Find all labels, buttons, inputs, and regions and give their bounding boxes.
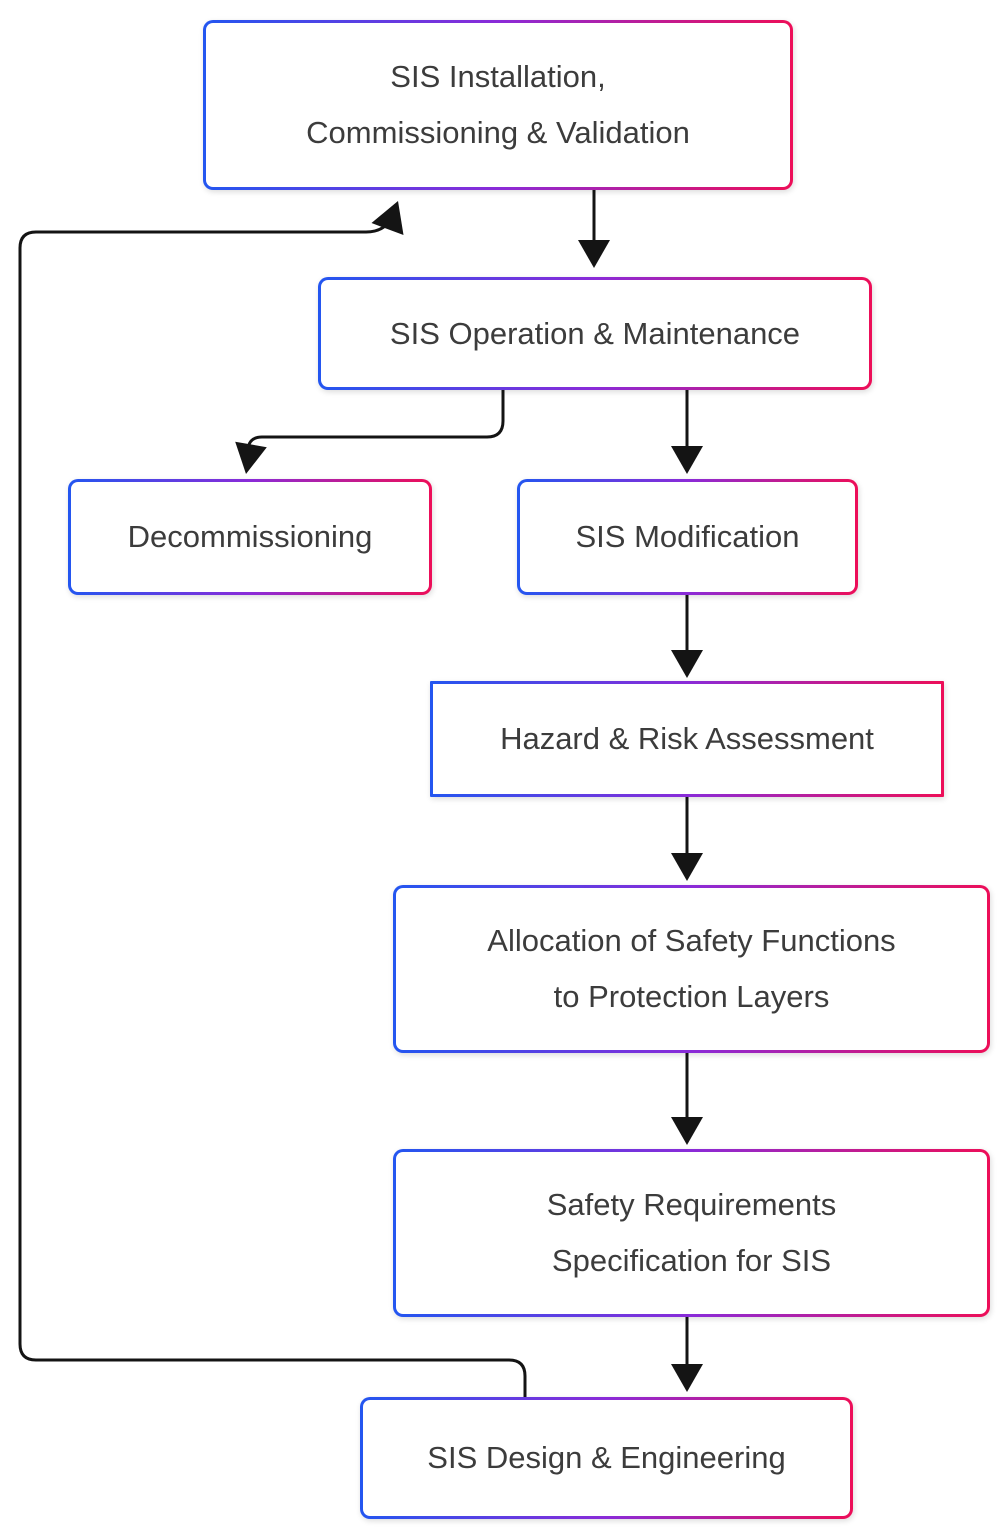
node-sis-installation-commissioning-validation: SIS Installation, Commissioning & Valida… [203,20,793,190]
edge-design-to-install-feedback [18,201,527,1397]
node-label-line: to Protection Layers [553,979,830,1014]
node-label-line: Specification for SIS [551,1243,832,1278]
node-label-line: Safety Requirements [546,1187,837,1223]
edge-safety-requirements-to-design [671,1317,703,1392]
node-allocation-safety-functions: Allocation of Safety Functions to Protec… [393,885,990,1053]
node-label-line: SIS Modification [575,519,800,555]
node-sis-design-engineering: SIS Design & Engineering [360,1397,853,1519]
node-label-line: SIS Installation, [390,59,606,95]
edge-allocation-to-safety-requirements [671,1053,703,1145]
node-label-line: Hazard & Risk Assessment [500,721,874,757]
node-safety-requirements-specification: Safety Requirements Specification for SI… [393,1149,990,1317]
edge-hazard-to-allocation [671,797,703,881]
node-label-line: SIS Design & Engineering [427,1440,786,1476]
node-label-line: Decommissioning [127,519,373,555]
node-sis-operation-maintenance: SIS Operation & Maintenance [318,277,872,390]
node-label-line: Commissioning & Validation [306,115,690,150]
node-label-line: SIS Operation & Maintenance [389,315,801,351]
edge-modification-to-hazard [671,595,703,678]
node-sis-modification: SIS Modification [517,479,858,595]
node-hazard-risk-assessment: Hazard & Risk Assessment [430,681,944,797]
edge-operation-to-modification [671,390,703,474]
node-label-line: Allocation of Safety Functions [487,923,896,959]
edge-install-to-operation [578,190,610,268]
edge-operation-to-decommissioning [235,390,505,474]
node-decommissioning: Decommissioning [68,479,432,595]
